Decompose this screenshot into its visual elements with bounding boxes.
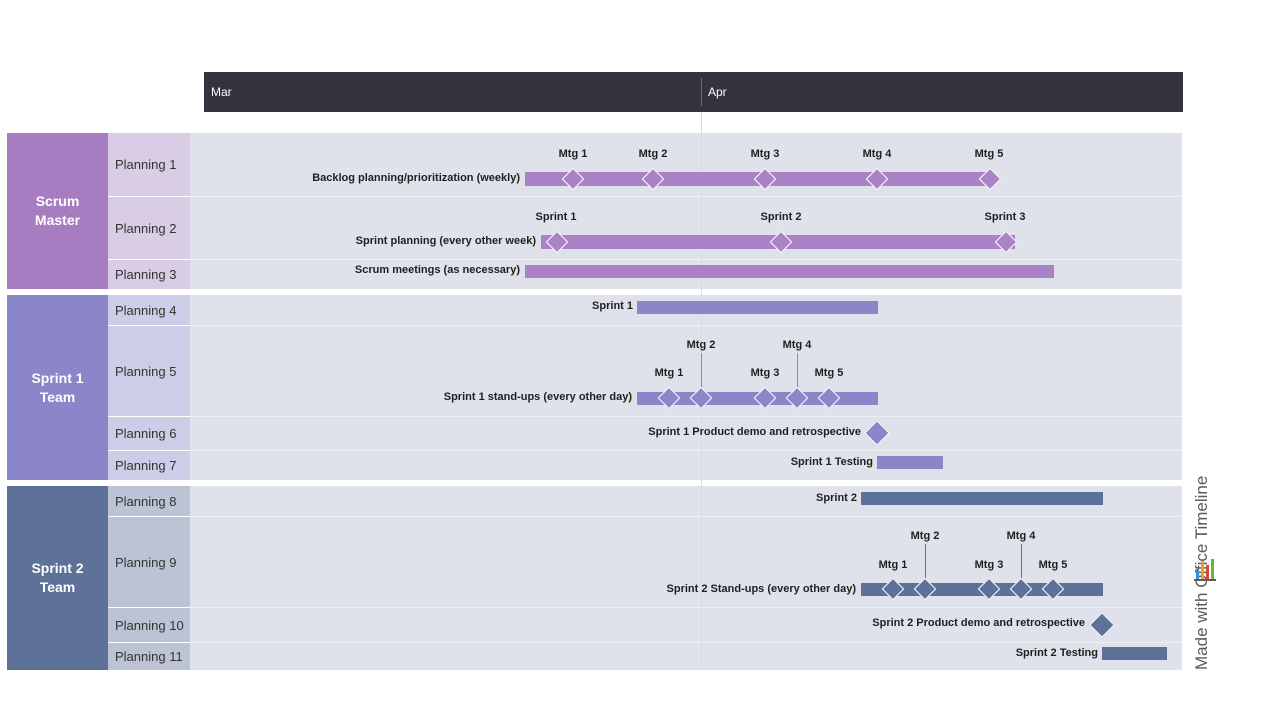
office-timeline-logo-icon — [1194, 559, 1216, 581]
task-bar-sprint1[interactable] — [637, 301, 878, 314]
group-label-sprint2-team: Sprint 2 Team — [31, 560, 84, 595]
task-label-sprint2-demo: Sprint 2 Product demo and retrospective — [872, 617, 1085, 629]
row-label-planning-8: Planning 8 — [108, 486, 190, 516]
milestone-label: Mtg 3 — [750, 367, 780, 379]
milestone-label: Sprint 3 — [984, 211, 1026, 223]
task-label-sprint1-standups: Sprint 1 stand-ups (every other day) — [443, 391, 632, 403]
swimlane-sprint1-team — [190, 295, 1182, 480]
milestone-label: Mtg 1 — [558, 148, 588, 160]
milestone-connector — [1021, 544, 1022, 580]
row-separator — [190, 450, 1182, 451]
row-label-planning-5: Planning 5 — [108, 326, 190, 416]
milestone-label: Sprint 2 — [760, 211, 802, 223]
milestone-label: Mtg 4 — [862, 148, 892, 160]
group-sprint2-team: Sprint 2 Team — [7, 486, 108, 670]
milestone-connector — [701, 353, 702, 388]
milestone-connector — [797, 353, 798, 388]
row-label-planning-11: Planning 11 — [108, 643, 190, 670]
milestone-label: Mtg 5 — [814, 367, 844, 379]
milestone-label: Sprint 1 — [535, 211, 577, 223]
task-label-sprint2: Sprint 2 — [816, 492, 857, 504]
task-bar-sprint1-testing[interactable] — [877, 456, 943, 469]
watermark: Made with Office Timeline — [1192, 425, 1222, 675]
milestone-label: Mtg 2 — [686, 339, 716, 351]
row-label-planning-7: Planning 7 — [108, 451, 190, 480]
task-label-sprint2-testing: Sprint 2 Testing — [1015, 647, 1098, 659]
task-bar-sprint2[interactable] — [861, 492, 1103, 505]
row-separator — [190, 607, 1182, 608]
task-label-sprint-planning: Sprint planning (every other week) — [355, 235, 536, 247]
row-label-planning-2: Planning 2 — [108, 197, 190, 259]
group-label-sprint1-team: Sprint 1 Team — [31, 369, 84, 405]
row-label-planning-1: Planning 1 — [108, 133, 190, 196]
milestone-label: Mtg 3 — [974, 559, 1004, 571]
milestone-label: Mtg 2 — [910, 530, 940, 542]
milestone-label: Mtg 3 — [750, 148, 780, 160]
task-bar-sprint2-testing[interactable] — [1102, 647, 1167, 660]
row-separator — [190, 196, 1182, 197]
milestone-label: Mtg 5 — [1038, 559, 1068, 571]
milestone-label: Mtg 1 — [878, 559, 908, 571]
row-separator — [190, 516, 1182, 517]
group-label-scrum-master: Scrum Master — [34, 193, 81, 228]
row-label-planning-9: Planning 9 — [108, 517, 190, 607]
task-label-scrum-meetings: Scrum meetings (as necessary) — [354, 264, 520, 276]
task-label-sprint1: Sprint 1 — [592, 300, 633, 312]
task-label-sprint1-testing: Sprint 1 Testing — [790, 456, 873, 468]
month-label-apr: Apr — [708, 85, 727, 99]
row-label-planning-4: Planning 4 — [108, 295, 190, 325]
row-separator — [190, 416, 1182, 417]
row-separator — [190, 325, 1182, 326]
group-sprint1-team: Sprint 1 Team — [7, 295, 108, 480]
row-label-planning-3: Planning 3 — [108, 260, 190, 289]
row-label-planning-10: Planning 10 — [108, 608, 190, 642]
month-label-mar: Mar — [211, 85, 232, 99]
milestone-label: Mtg 4 — [782, 339, 812, 351]
row-label-planning-6: Planning 6 — [108, 417, 190, 450]
task-bar-scrum-meetings[interactable] — [525, 265, 1054, 278]
milestone-connector — [925, 544, 926, 580]
row-separator — [190, 642, 1182, 643]
month-divider — [701, 78, 702, 106]
row-separator — [190, 259, 1182, 260]
task-label-sprint1-demo: Sprint 1 Product demo and retrospective — [648, 426, 861, 438]
timescale-header: Mar Apr — [204, 72, 1183, 112]
milestone-label: Mtg 1 — [654, 367, 684, 379]
task-label-backlog: Backlog planning/prioritization (weekly) — [312, 172, 520, 184]
milestone-label: Mtg 5 — [974, 148, 1004, 160]
milestone-label: Mtg 4 — [1006, 530, 1036, 542]
task-label-sprint2-standups: Sprint 2 Stand-ups (every other day) — [666, 583, 856, 595]
group-scrum-master: Scrum Master — [7, 133, 108, 289]
milestone-label: Mtg 2 — [638, 148, 668, 160]
swimlane-scrum-master — [190, 133, 1182, 289]
